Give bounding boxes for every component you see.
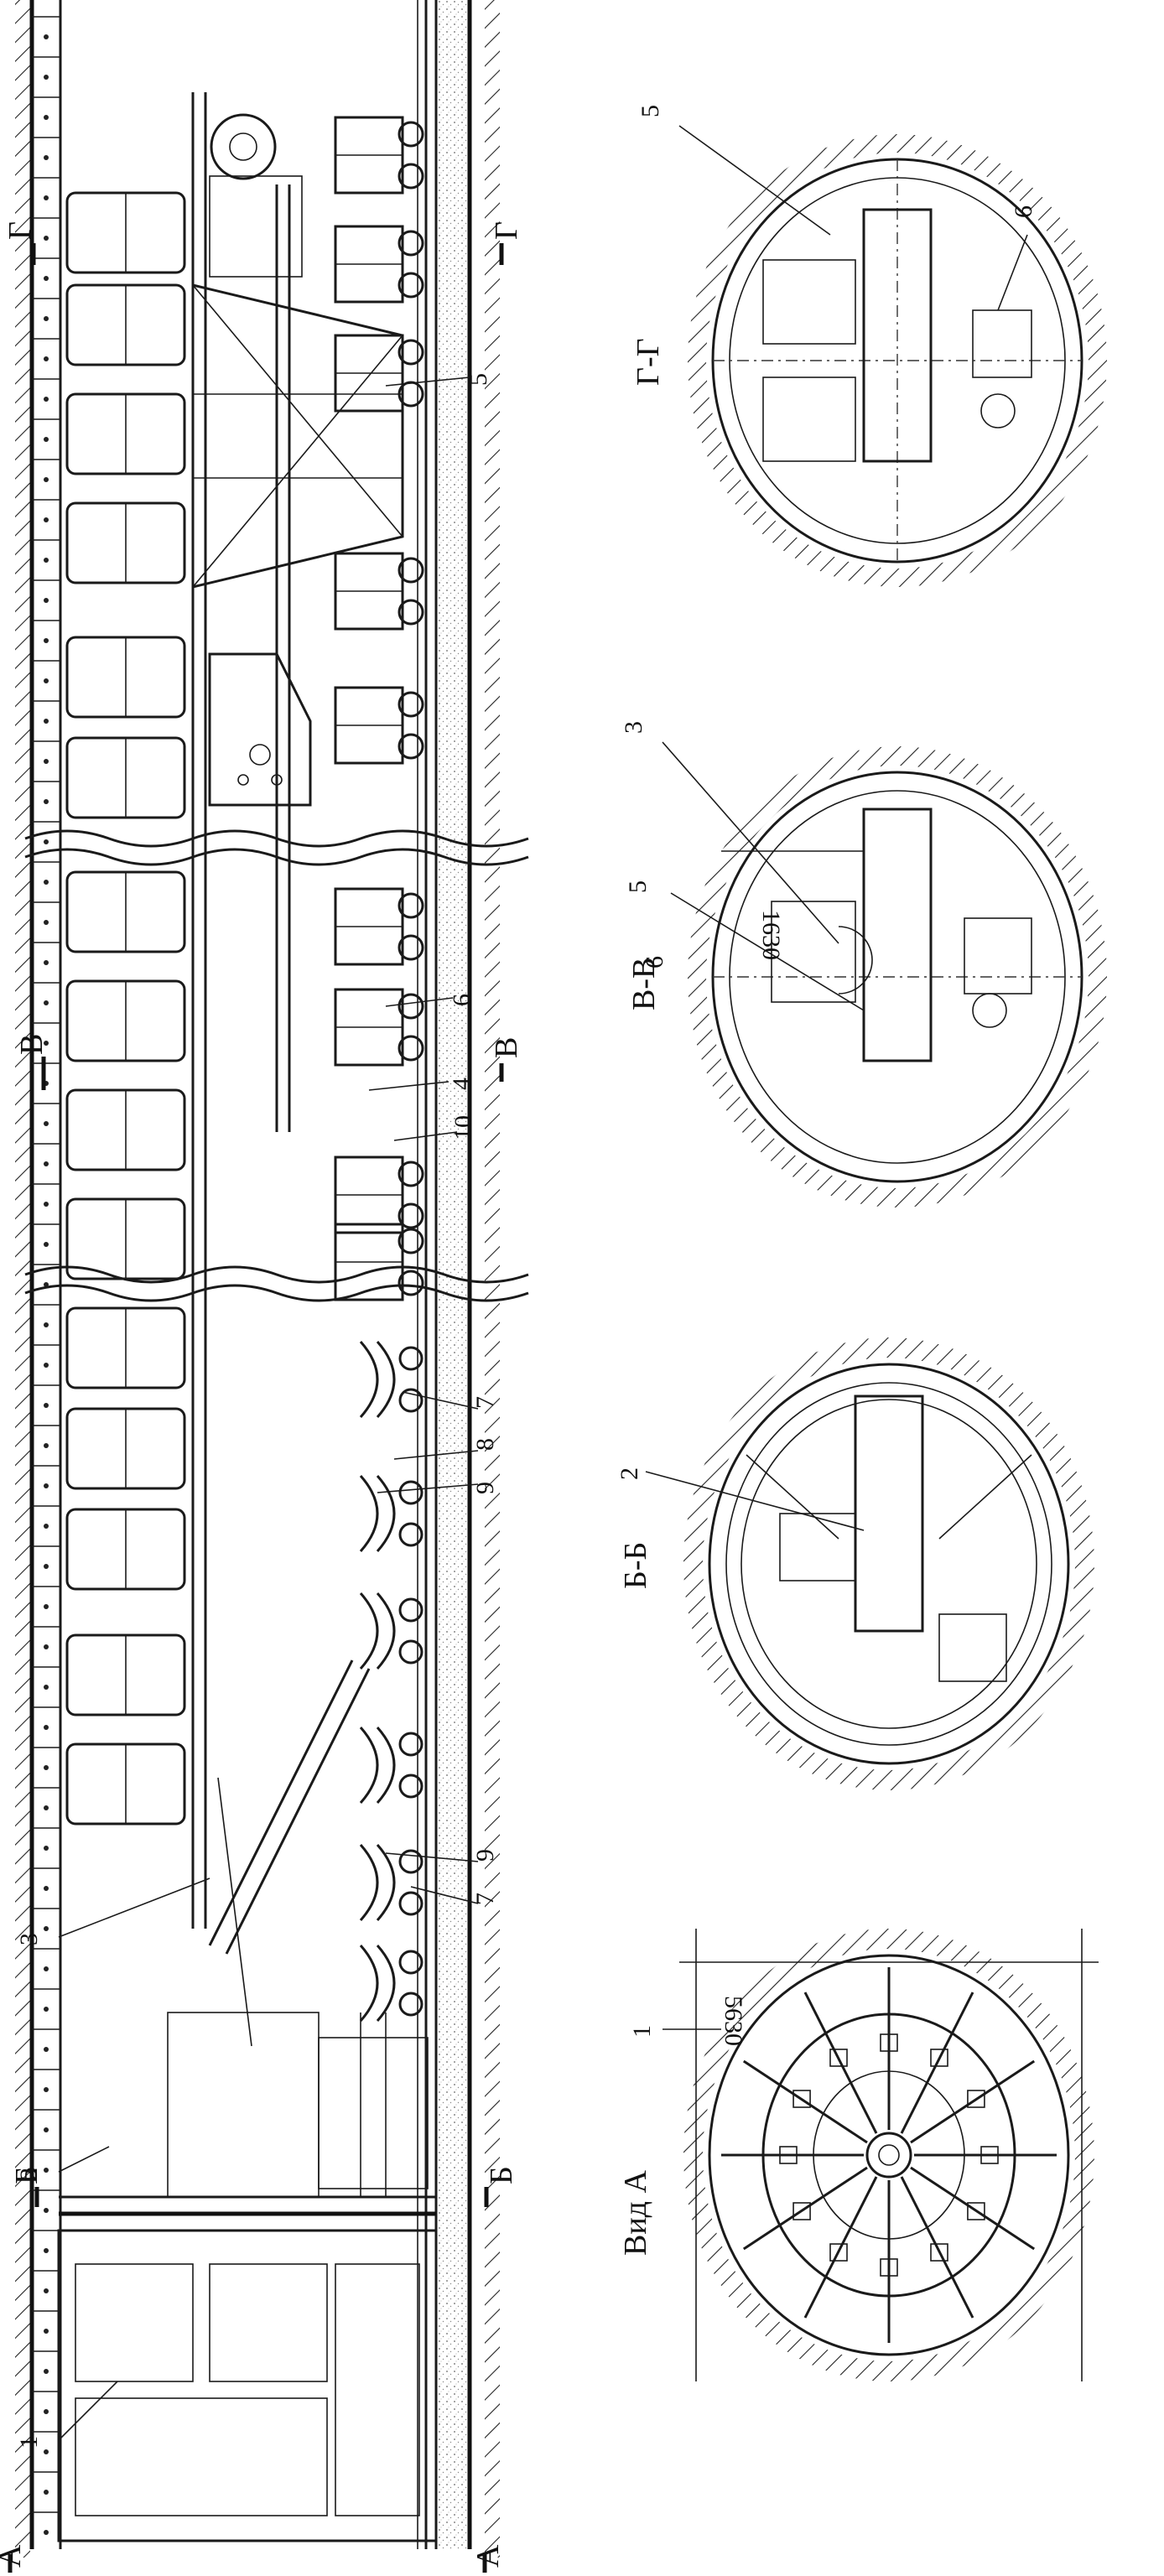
section-labels: А А Б Б В В Г Г [0,221,524,2568]
section-gg-label-5: 5 [637,105,664,117]
callout-8: 8 [471,1438,499,1451]
platform-beam [191,92,291,1929]
view-a-label-1: 1 [628,2025,656,2038]
section-mark-g-top: Г [3,221,38,240]
tunnel-lining-top [29,0,62,2549]
callout-9a: 9 [471,1482,499,1494]
section-mark-v-top: В [14,1034,49,1055]
tunnel-invert [417,0,472,2549]
gantry-frame [191,283,404,589]
section-mark-b-top: Б [9,2166,44,2184]
section-marks [8,243,504,2573]
section-bb-title: Б-Б [618,1542,653,1589]
section-mark-a-top: А [0,2544,28,2568]
rail-bogies [334,116,424,1301]
cutting-head [57,2012,438,2542]
section-bb: Б-Б 2 [616,1337,1094,1790]
callout-2: 2 [15,2168,43,2180]
section-vv-dimension: 1630 [757,910,785,960]
section-gg-title: Г-Г [631,338,666,386]
callout-4: 4 [448,1078,475,1090]
section-mark-b-bottom: Б [484,2166,519,2184]
section-vv-label-3: 3 [620,721,647,734]
erector-conveyor [208,1659,371,2047]
callout-1: 1 [15,2436,43,2449]
callout-3: 3 [15,1933,43,1945]
callout-9b: 9 [471,1849,499,1862]
segment-carriers [359,1341,424,2022]
callout-leaders [58,377,479,2441]
callout-7a: 7 [471,1396,499,1409]
section-mark-a-bottom: А [470,2544,506,2568]
section-vv-label-5: 5 [624,880,652,893]
longitudinal-section: А А Б Б В В Г Г 1 2 3 5 6 4 10 7 8 9 9 7 [0,0,529,2573]
callout-5: 5 [465,373,492,386]
hoist-drum [209,113,303,278]
view-a: 5630 Вид А 1 [618,1929,1099,2381]
control-plate [208,652,312,807]
callout-numbers: 1 2 3 5 6 4 10 7 8 9 9 7 [15,373,499,2449]
rock-wall-left [15,0,30,2558]
callout-10: 10 [449,1115,477,1140]
section-gg-label-6: 6 [1010,205,1037,218]
view-a-dimension: 5630 [720,1996,747,2046]
section-vv: 1630 В-В 3 5 6 [620,721,1107,1208]
section-bb-label-2: 2 [616,1467,643,1480]
view-a-title: Вид А [618,2169,653,2256]
rock-wall-right [485,0,500,2558]
section-mark-g-bottom: Г [489,221,524,240]
trailer-cabins [65,191,186,1826]
section-vv-label-6: 6 [641,956,668,969]
section-vv-title: В-В [626,958,662,1010]
callout-7b: 7 [471,1893,499,1905]
section-gg: Г-Г 5 6 [631,105,1107,587]
section-mark-v-bottom: В [489,1037,524,1058]
callout-6: 6 [448,994,475,1006]
